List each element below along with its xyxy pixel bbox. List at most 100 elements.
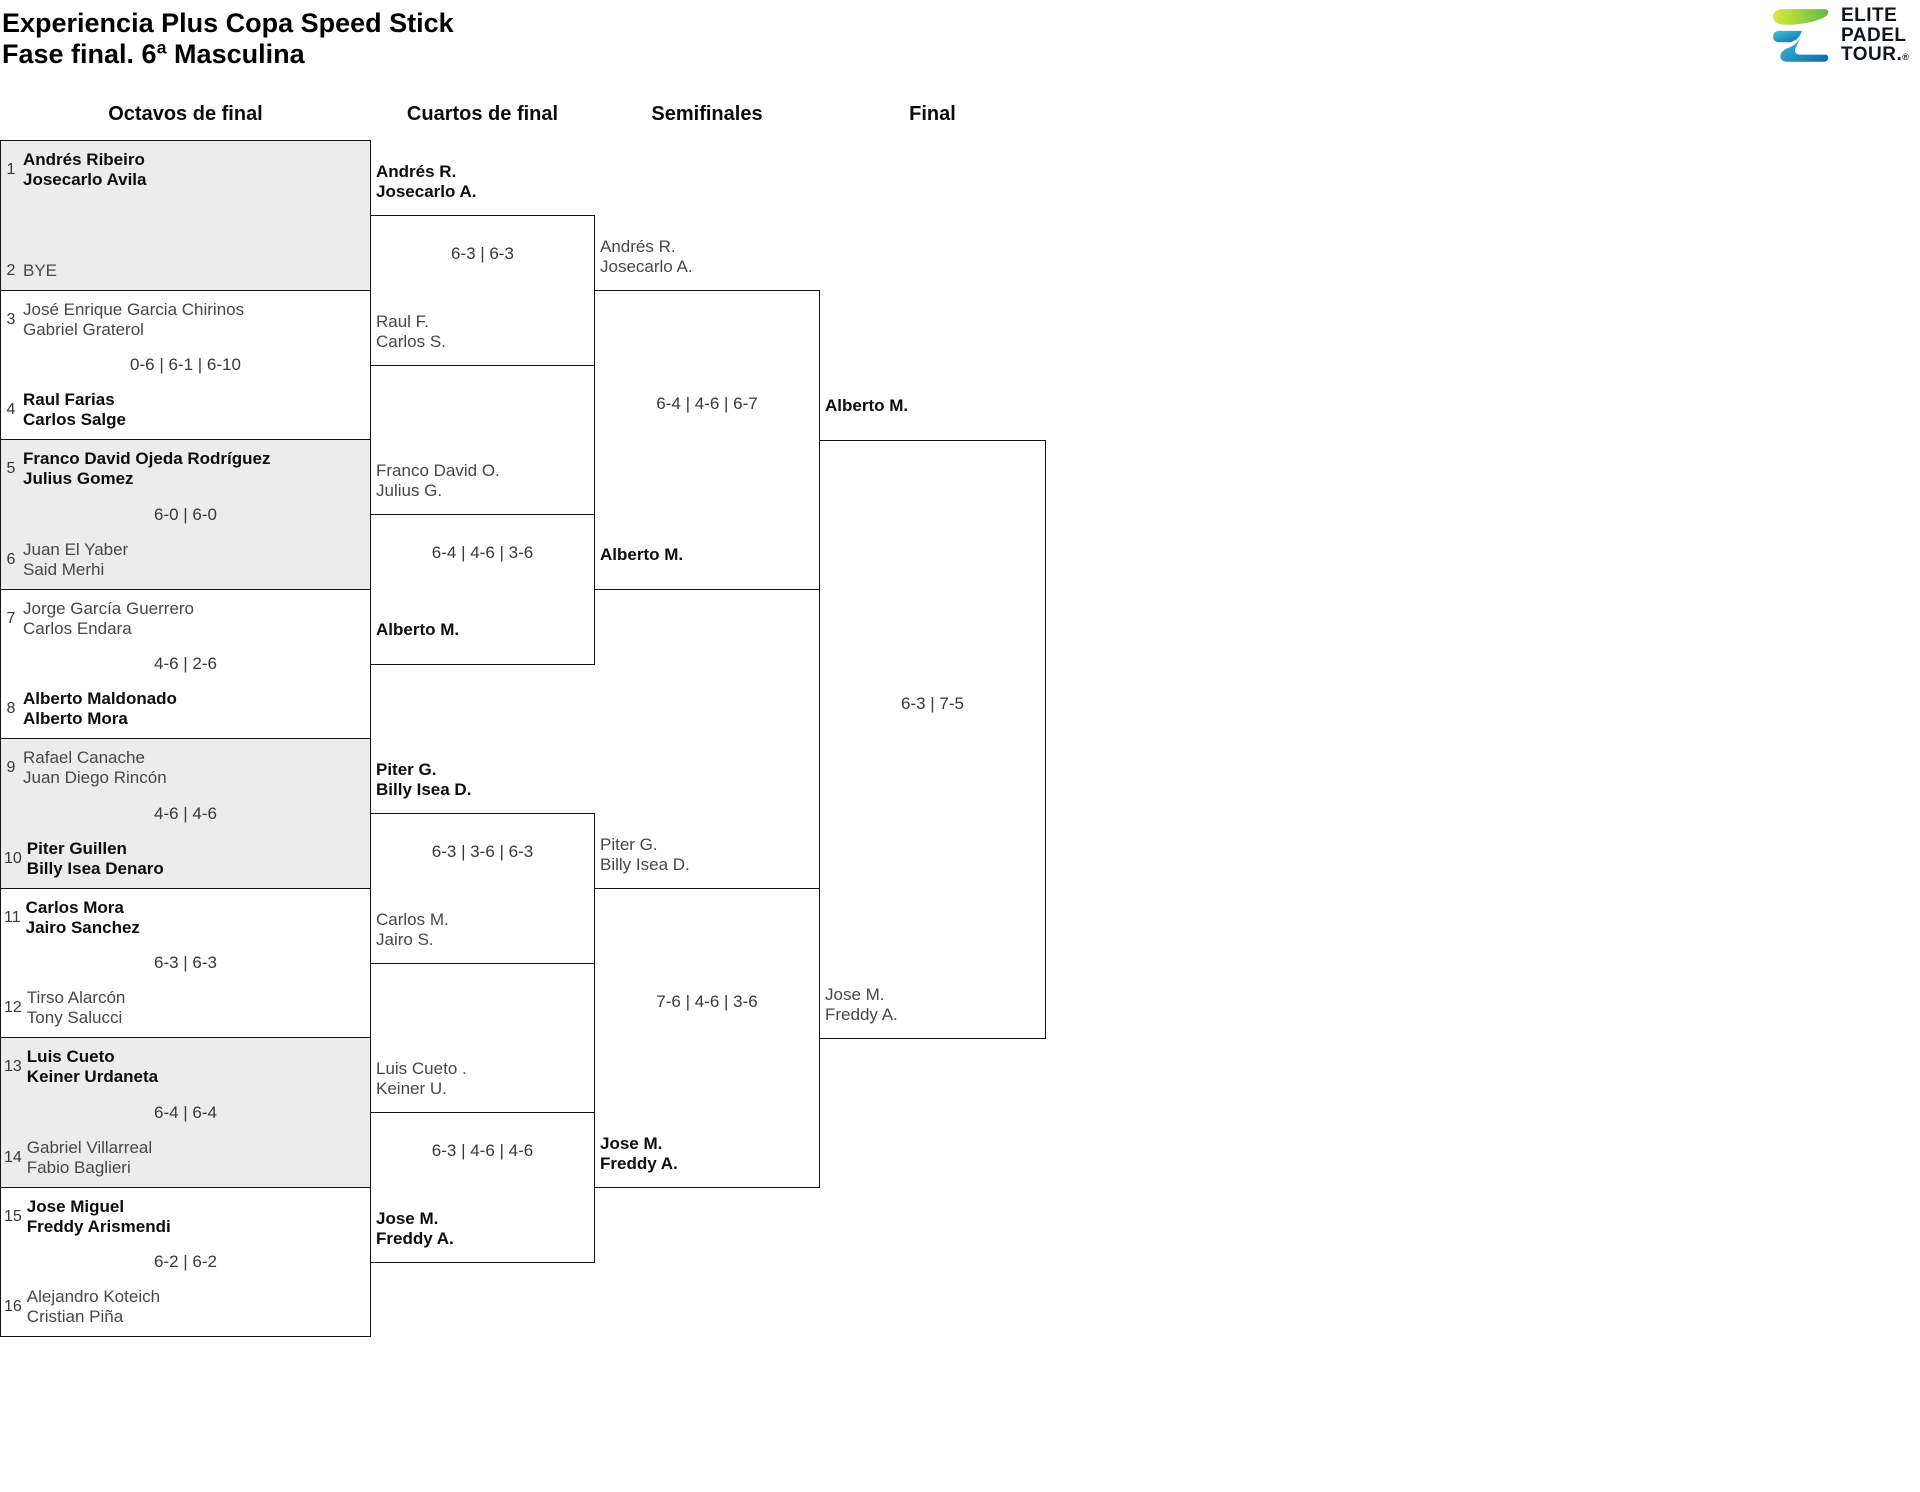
round-header-octavos: Octavos de final: [108, 103, 263, 125]
match-score: 6-0 | 6-0: [153, 504, 217, 524]
team-slot: 2 BYE: [4, 261, 364, 281]
match-score: 6-3 | 4-6 | 4-6: [431, 1141, 534, 1160]
registered-mark: ®: [1902, 52, 1910, 62]
seed-number: 11: [4, 909, 21, 926]
elite-padel-tour-logo: ELITE PADEL TOUR.®: [1770, 6, 1909, 68]
seed-number: 8: [6, 700, 16, 717]
seed-number: 2: [6, 261, 16, 279]
tournament-phase: Fase final. 6ª Masculina: [2, 39, 305, 69]
final-box: [819, 440, 1046, 1039]
match-score: 4-6 | 4-6: [153, 803, 217, 823]
seed-number: 5: [6, 460, 16, 477]
team-names: Alberto M.: [376, 620, 460, 639]
tournament-title: Experiencia Plus Copa Speed Stick Fase f…: [2, 8, 454, 70]
team-names: Franco David O.Julius G.: [376, 461, 500, 500]
match-score: 6-3 | 7-5: [900, 694, 964, 713]
team-names: Andrés R.Josecarlo A.: [600, 237, 693, 276]
seed-number: 9: [6, 759, 16, 776]
round-header-final: Final: [909, 103, 956, 125]
tournament-name: Experiencia Plus Copa Speed Stick: [2, 8, 454, 38]
logo-word-elite: ELITE: [1841, 5, 1898, 26]
round-header-semifinales: Semifinales: [651, 103, 763, 125]
cuartos-match-2-box: [370, 514, 595, 665]
seed-number: 6: [6, 551, 16, 568]
team-names: Jose M.Freddy A.: [376, 1209, 454, 1248]
team-names: Luis Cueto .Keiner U.: [376, 1059, 467, 1098]
match-score: 4-6 | 2-6: [153, 654, 217, 673]
match-score: 6-4 | 4-6 | 6-7: [656, 394, 758, 413]
seed-number: 3: [6, 311, 16, 328]
seed-number: 1: [6, 161, 16, 178]
seed-number: 13: [4, 1058, 22, 1075]
seed-number: 10: [4, 850, 22, 867]
team-names: Alberto M.: [600, 545, 684, 564]
logo-mark-icon: [1773, 9, 1829, 62]
match-score: 7-6 | 4-6 | 3-6: [656, 992, 758, 1011]
team-names: Raul F.Carlos S.: [376, 312, 446, 351]
team-names: Piter G.Billy Isea D.: [600, 835, 690, 874]
match-score: 6-3 | 6-3: [450, 244, 514, 263]
seed-number: 15: [4, 1208, 22, 1225]
team-names: BYE: [23, 260, 58, 280]
match-score: 6-4 | 4-6 | 3-6: [431, 543, 534, 562]
team-names: Piter G.Billy Isea D.: [376, 760, 472, 799]
seed-number: 7: [6, 610, 16, 627]
match-score: 6-4 | 6-4: [153, 1102, 217, 1122]
match-score: 6-3 | 6-3: [153, 953, 217, 972]
match-score: 6-3 | 3-6 | 6-3: [431, 842, 534, 861]
seed-number: 14: [4, 1149, 22, 1166]
team-names: Andrés R.Josecarlo A.: [376, 162, 477, 201]
seed-number: 12: [4, 999, 22, 1016]
team-names: Carlos M.Jairo S.: [376, 910, 449, 949]
logo-word-tour: TOUR.®: [1841, 44, 1910, 65]
team-names: Jose M.Freddy A.: [825, 985, 898, 1024]
match-score: 0-6 | 6-1 | 6-10: [130, 355, 241, 374]
seed-number: 16: [4, 1298, 22, 1315]
logo-wordmark: ELITE PADEL TOUR.®: [1841, 6, 1909, 68]
team-names: Jose M.Freddy A.: [600, 1134, 678, 1173]
match-score: 6-2 | 6-2: [153, 1252, 217, 1271]
logo-word-padel: PADEL: [1841, 24, 1907, 46]
round-header-cuartos: Cuartos de final: [406, 103, 559, 125]
seed-number: 4: [6, 401, 16, 418]
team-names: Alberto M.: [825, 396, 909, 415]
